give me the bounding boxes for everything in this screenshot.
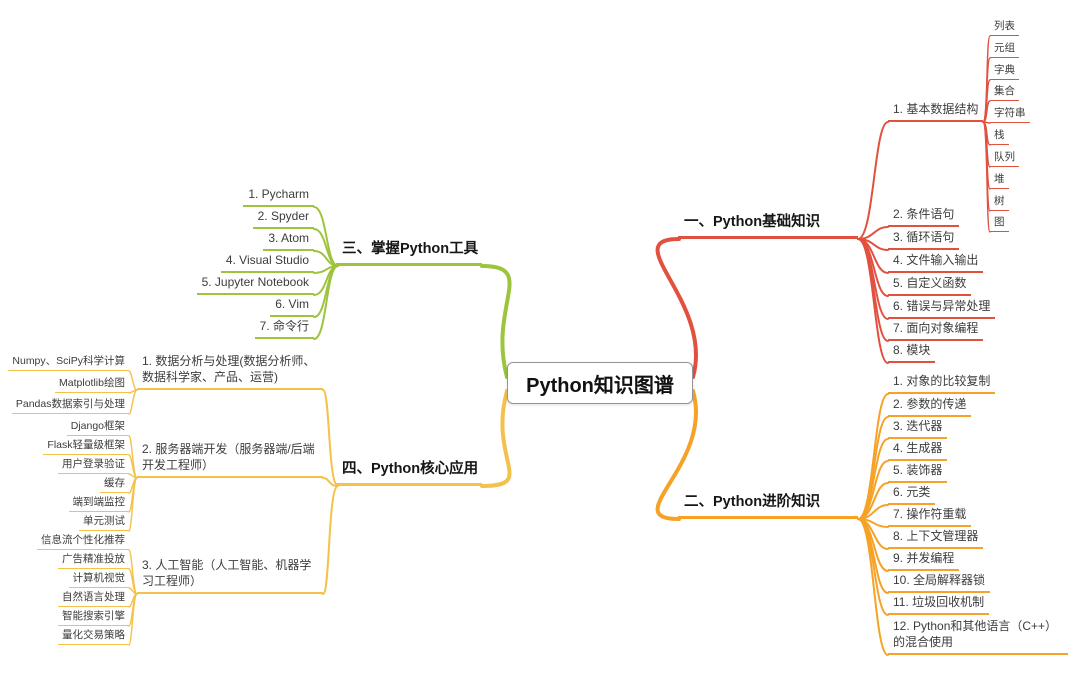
topic-node: 1. 对象的比较复制	[888, 373, 996, 394]
leaf-node: Matplotlib绘图	[55, 376, 129, 393]
topic-node: 2. Spyder	[252, 208, 314, 229]
topic-node: 4. 文件输入输出	[888, 252, 984, 273]
topic-node: 7. 操作符重载	[888, 506, 972, 527]
topic-node: 3. 迭代器	[888, 418, 948, 439]
leaf-node: 列表	[990, 19, 1019, 36]
basics-main-connector	[655, 237, 698, 379]
basics-leaf-connectors	[982, 35, 991, 233]
leaf-node: 元组	[990, 41, 1019, 58]
leaf-node: 图	[990, 215, 1009, 232]
leaf-node: 字符串	[990, 106, 1030, 123]
topic-node: 3. Atom	[263, 230, 314, 251]
topic-node: 6. 错误与异常处理	[888, 298, 996, 319]
topic-node: 5. 自定义函数	[888, 275, 972, 296]
leaf-node: 量化交易策略	[58, 628, 129, 645]
topic-node: 2. 条件语句	[888, 206, 960, 227]
leaf-node: 自然语言处理	[58, 590, 129, 607]
topic-node: 9. 并发编程	[888, 550, 960, 571]
leaf-node: 树	[990, 194, 1009, 211]
topic-node: 2. 服务器端开发（服务器端/后端开发工程师）	[137, 440, 323, 478]
topic-node: 1. 数据分析与处理(数据分析师、数据科学家、产品、运营)	[137, 352, 323, 390]
leaf-node: 堆	[990, 172, 1009, 189]
tools-main-connector	[480, 264, 512, 379]
leaf-node: 栈	[990, 128, 1009, 145]
topic-node: 12. Python和其他语言（C++）的混合使用	[888, 617, 1068, 655]
leaf-node: 智能搜索引擎	[58, 609, 129, 626]
topic-node: 6. Vim	[270, 296, 314, 317]
applications-leaf-connectors	[128, 370, 138, 646]
leaf-node: 字典	[990, 63, 1019, 80]
leaf-node: Numpy、SciPy科学计算	[8, 354, 129, 371]
advanced-child-connectors	[857, 393, 889, 656]
applications-child-connectors	[322, 389, 339, 595]
topic-node: 7. 面向对象编程	[888, 320, 984, 341]
topic-node: 8. 上下文管理器	[888, 528, 984, 549]
basics-child-connectors	[857, 121, 889, 364]
central-topic: Python知识图谱	[507, 362, 693, 404]
topic-node: 10. 全局解释器锁	[888, 572, 991, 593]
topic-node: 3. 循环语句	[888, 229, 960, 250]
topic-node: 2. 参数的传递	[888, 396, 972, 417]
topic-node: 5. Jupyter Notebook	[196, 274, 314, 295]
leaf-node: Django框架	[66, 419, 129, 436]
topic-node: 6. 元类	[888, 484, 936, 505]
leaf-node: 计算机视觉	[68, 571, 129, 588]
leaf-node: 缓存	[100, 476, 129, 493]
topic-node: 11. 垃圾回收机制	[888, 594, 990, 615]
leaf-node: 信息流个性化推荐	[37, 533, 129, 550]
leaf-node: 单元测试	[79, 514, 129, 531]
leaf-node: Pandas数据索引与处理	[11, 397, 129, 414]
applications-main-connector	[480, 389, 512, 488]
branch-advanced-label: 二、Python进阶知识	[678, 492, 858, 519]
leaf-node: 端到端监控	[68, 495, 129, 512]
branch-basics-label: 一、Python基础知识	[678, 212, 858, 239]
branch-applications-label: 四、Python核心应用	[336, 459, 482, 486]
topic-node: 3. 人工智能（人工智能、机器学习工程师）	[137, 556, 323, 594]
topic-node: 1. 基本数据结构	[888, 101, 984, 122]
topic-node: 7. 命令行	[254, 318, 314, 339]
advanced-main-connector	[655, 389, 698, 521]
topic-node: 4. Visual Studio	[220, 252, 314, 273]
topic-node: 4. 生成器	[888, 440, 948, 461]
leaf-node: 用户登录验证	[58, 457, 129, 474]
leaf-node: 广告精准投放	[58, 552, 129, 569]
topic-node: 5. 装饰器	[888, 462, 948, 483]
leaf-node: 集合	[990, 84, 1019, 101]
leaf-node: 队列	[990, 150, 1019, 167]
branch-tools-label: 三、掌握Python工具	[336, 239, 482, 266]
topic-node: 8. 模块	[888, 342, 936, 363]
topic-node: 1. Pycharm	[243, 186, 314, 207]
leaf-node: Flask轻量级框架	[43, 438, 129, 455]
tools-child-connectors	[313, 206, 339, 340]
